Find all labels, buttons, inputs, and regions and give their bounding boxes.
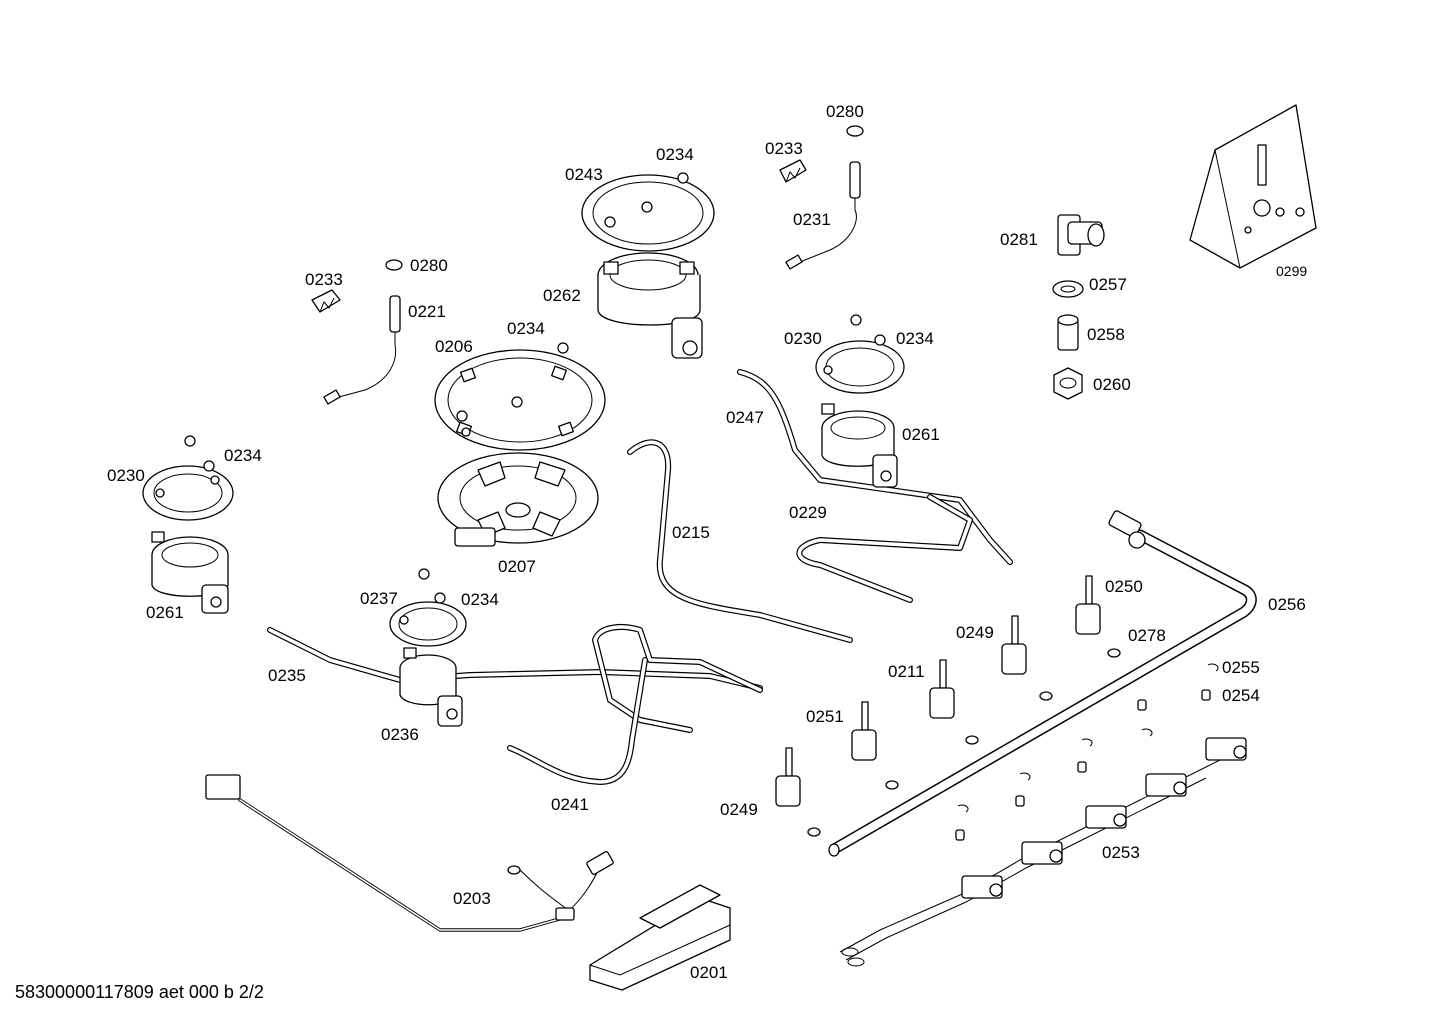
label-0278: 0278 <box>1128 626 1166 645</box>
clip-0233-left <box>311 289 341 313</box>
label-0261-right: 0261 <box>902 425 940 444</box>
burner-cap-0237 <box>389 568 467 647</box>
label-0234-right: 0234 <box>896 329 934 348</box>
label-0253: 0253 <box>1102 843 1140 862</box>
clip-0233-top <box>779 159 807 183</box>
gas-valve-0251 <box>851 701 899 790</box>
label-0233-top: 0233 <box>765 139 803 158</box>
label-0257: 0257 <box>1089 275 1127 294</box>
gas-tube-0215 <box>627 439 853 643</box>
document-code: 58300000117809 aet 000 b 2/2 <box>15 982 264 1002</box>
label-0234-mid: 0234 <box>507 319 545 338</box>
burner-cap-0206 <box>434 342 606 451</box>
label-0234-small: 0234 <box>461 590 499 609</box>
gas-valve-0250 <box>1075 575 1121 658</box>
springs-0254 <box>955 689 1211 841</box>
label-0215: 0215 <box>672 523 710 542</box>
thermocouple-0221 <box>323 259 403 405</box>
elbow-fitting-0281 <box>1057 214 1105 256</box>
label-0229: 0229 <box>789 503 827 522</box>
burner-body-0236 <box>399 647 463 727</box>
label-0237: 0237 <box>360 589 398 608</box>
label-0281: 0281 <box>1000 230 1038 249</box>
ignition-module-0201 <box>589 884 731 991</box>
label-0234-left: 0234 <box>224 446 262 465</box>
label-0256: 0256 <box>1268 595 1306 614</box>
burner-body-0262 <box>597 252 703 359</box>
label-0234-top: 0234 <box>656 145 694 164</box>
label-0230-left: 0230 <box>107 466 145 485</box>
label-0221: 0221 <box>408 302 446 321</box>
label-0261-left: 0261 <box>146 603 184 622</box>
part-labels: 0280 0233 0231 0234 0243 0262 0281 0257 … <box>107 102 1307 982</box>
burner-body-0207 <box>437 452 599 547</box>
gas-valve-0249-lower <box>775 747 821 837</box>
thermocouple-0231 <box>785 125 864 270</box>
nut-0260 <box>1053 367 1083 400</box>
accessory-bag-0299 <box>1189 104 1317 269</box>
ignition-harness-0253 <box>839 737 1247 967</box>
label-0206: 0206 <box>435 337 473 356</box>
label-0230-right: 0230 <box>784 329 822 348</box>
gas-tube-0251-link <box>592 624 763 733</box>
gas-valve-0249-upper <box>1001 615 1053 701</box>
label-0251: 0251 <box>806 707 844 726</box>
label-0249-lower: 0249 <box>720 800 758 819</box>
label-0203: 0203 <box>453 889 491 908</box>
label-0241: 0241 <box>551 795 589 814</box>
burner-body-0261-right <box>821 403 898 488</box>
gas-valve-0211 <box>929 659 979 745</box>
label-0250: 0250 <box>1105 577 1143 596</box>
label-0201: 0201 <box>690 963 728 982</box>
washer-0257 <box>1052 280 1084 298</box>
label-0236: 0236 <box>381 725 419 744</box>
main-gas-pipe <box>828 510 1257 857</box>
label-0243: 0243 <box>565 165 603 184</box>
label-0254: 0254 <box>1222 686 1260 705</box>
label-0231: 0231 <box>793 210 831 229</box>
label-0280-left: 0280 <box>410 256 448 275</box>
label-0207: 0207 <box>498 557 536 576</box>
gas-tube-0241 <box>507 657 648 785</box>
label-0235: 0235 <box>268 666 306 685</box>
label-0255: 0255 <box>1222 658 1260 677</box>
label-0262: 0262 <box>543 286 581 305</box>
gas-tube-0247 <box>737 369 1013 565</box>
label-0299: 0299 <box>1276 263 1307 279</box>
label-0258: 0258 <box>1087 325 1125 344</box>
wiring-harness-0203 <box>205 774 614 932</box>
label-0211: 0211 <box>888 662 925 681</box>
label-0247: 0247 <box>726 408 764 427</box>
burner-cap-0243 <box>581 172 715 252</box>
burner-body-0261-left <box>151 531 229 614</box>
nipple-0258 <box>1057 314 1079 351</box>
label-0280-top: 0280 <box>826 102 864 121</box>
burner-cap-0230-right <box>815 314 905 394</box>
label-0233-left: 0233 <box>305 270 343 289</box>
burner-cap-0230-left <box>142 435 234 521</box>
gas-tube-0229 <box>796 494 973 603</box>
label-0249-upper: 0249 <box>956 623 994 642</box>
label-0260: 0260 <box>1093 375 1131 394</box>
gas-tube-0235 <box>267 627 763 691</box>
spring-clips-0255 <box>957 663 1219 813</box>
